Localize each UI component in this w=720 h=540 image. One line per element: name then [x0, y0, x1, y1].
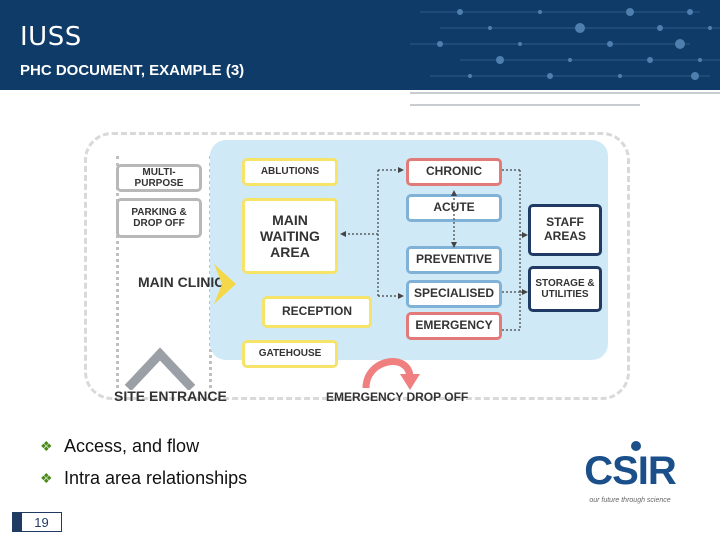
- clinic-layout-diagram: MULTI-PURPOSE PARKING & DROP OFF MAIN CL…: [80, 130, 640, 410]
- site-entrance-label: SITE ENTRANCE: [114, 388, 227, 404]
- list-item: ❖ Intra area relationships: [40, 462, 247, 494]
- ablutions-box: ABLUTIONS: [242, 158, 338, 186]
- csir-logo: CSIR our future through science: [584, 441, 678, 504]
- specialised-box: SPECIALISED: [406, 280, 502, 308]
- header-band: IUSS PHC DOCUMENT, EXAMPLE (3): [0, 0, 720, 90]
- main-clinic-label: MAIN CLINIC: [138, 274, 225, 290]
- logo-wordmark: CSIR: [584, 449, 677, 493]
- slide-title: IUSS: [20, 22, 82, 52]
- emergency-return-arrow-icon: [362, 358, 420, 390]
- slide-subtitle: PHC DOCUMENT, EXAMPLE (3): [20, 62, 245, 79]
- entrance-chevron-icon: [124, 347, 196, 390]
- entry-chevron-icon: [214, 264, 236, 304]
- diamond-bullet-icon: ❖: [40, 437, 53, 454]
- list-item: ❖ Access, and flow: [40, 430, 247, 462]
- decorative-dots-pattern: [410, 8, 720, 80]
- diamond-bullet-icon: ❖: [40, 469, 53, 486]
- divider-line: [410, 104, 640, 106]
- reception-box: RECEPTION: [262, 296, 372, 328]
- bullet-list: ❖ Access, and flow ❖ Intra area relation…: [40, 430, 247, 494]
- multi-purpose-box: MULTI-PURPOSE: [116, 164, 202, 192]
- main-waiting-box: MAIN WAITING AREA: [242, 198, 338, 274]
- divider-line: [410, 92, 720, 94]
- flow-arrows: [340, 167, 528, 331]
- page-number: 19: [12, 512, 62, 532]
- emergency-drop-label: EMERGENCY DROP OFF: [326, 390, 469, 404]
- staff-areas-box: STAFF AREAS: [528, 204, 602, 256]
- parking-box: PARKING & DROP OFF: [116, 198, 202, 238]
- emergency-box: EMERGENCY: [406, 312, 502, 340]
- bullet-text: Access, and flow: [64, 435, 200, 456]
- chronic-box: CHRONIC: [406, 158, 502, 186]
- bullet-text: Intra area relationships: [64, 467, 248, 488]
- site-boundary: [84, 132, 630, 400]
- storage-box: STORAGE & UTILITIES: [528, 266, 602, 312]
- logo-tagline: our future through science: [589, 497, 670, 504]
- gatehouse-box: GATEHOUSE: [242, 340, 338, 368]
